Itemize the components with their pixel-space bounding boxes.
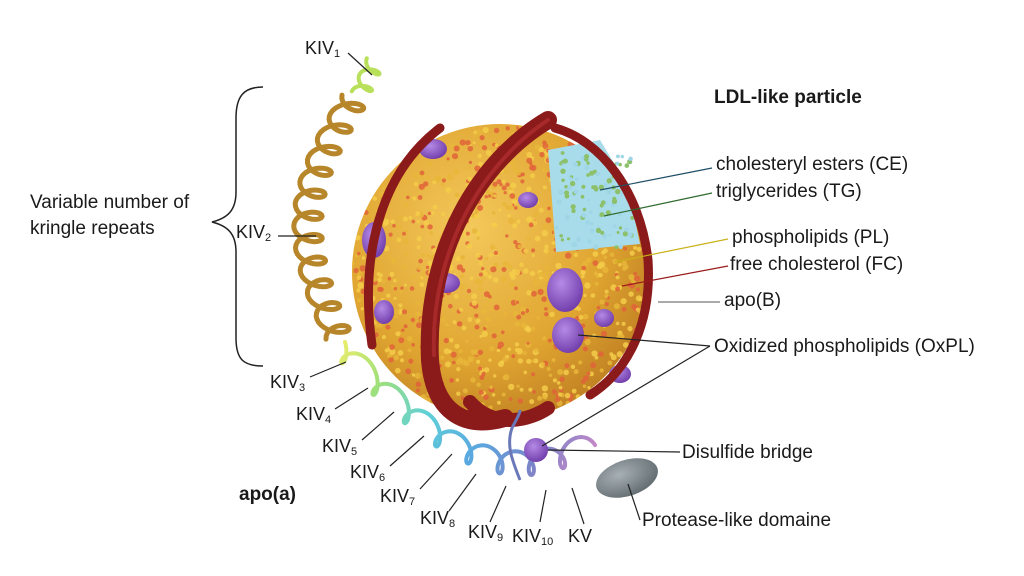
brace-label-line1: Variable number of (30, 192, 190, 213)
label-kiv2: KIV2 (236, 222, 272, 244)
brace-label-line2: kringle repeats (30, 218, 155, 239)
label-kiv10: KIV10 (512, 526, 554, 548)
page-title: LDL-like particle (714, 87, 862, 108)
label-phospholipids: phospholipids (PL) (732, 227, 890, 248)
apob-ribbon-highlight (431, 118, 550, 357)
apoa-label: apo(a) (239, 484, 296, 505)
kiv1-coil (349, 56, 382, 94)
disulfide-bridge-icon (524, 438, 548, 462)
ldl-particle (352, 111, 653, 431)
label-kiv5: KIV5 (322, 436, 358, 458)
core-speckles (554, 151, 635, 250)
leader-lines (278, 52, 729, 525)
label-kiv9: KIV9 (468, 522, 504, 544)
label-kiv8: KIV8 (420, 508, 456, 530)
label-kv: KV (568, 526, 593, 546)
protease-domain-icon (596, 458, 658, 498)
apob-ribbon (364, 111, 653, 431)
label-free-cholesterol: free cholesterol (FC) (730, 254, 904, 275)
label-apob: apo(B) (724, 290, 782, 311)
linker-strand (508, 409, 522, 481)
label-kiv3: KIV3 (270, 372, 306, 394)
label-kiv6: KIV6 (350, 462, 386, 484)
label-protease-domain: Protease-like domaine (642, 510, 832, 531)
label-oxpl: Oxidized phospholipids (OxPL) (714, 336, 975, 357)
label-triglycerides: triglycerides (TG) (716, 181, 862, 202)
label-kiv7: KIV7 (380, 486, 416, 508)
label-disulfide-bridge: Disulfide bridge (682, 442, 813, 463)
label-kiv4: KIV4 (296, 404, 332, 426)
label-kiv1: KIV1 (305, 38, 341, 60)
kiv2-coil (291, 92, 367, 342)
curly-brace (211, 86, 264, 367)
label-cholesteryl-esters: cholesteryl esters (CE) (716, 154, 909, 175)
